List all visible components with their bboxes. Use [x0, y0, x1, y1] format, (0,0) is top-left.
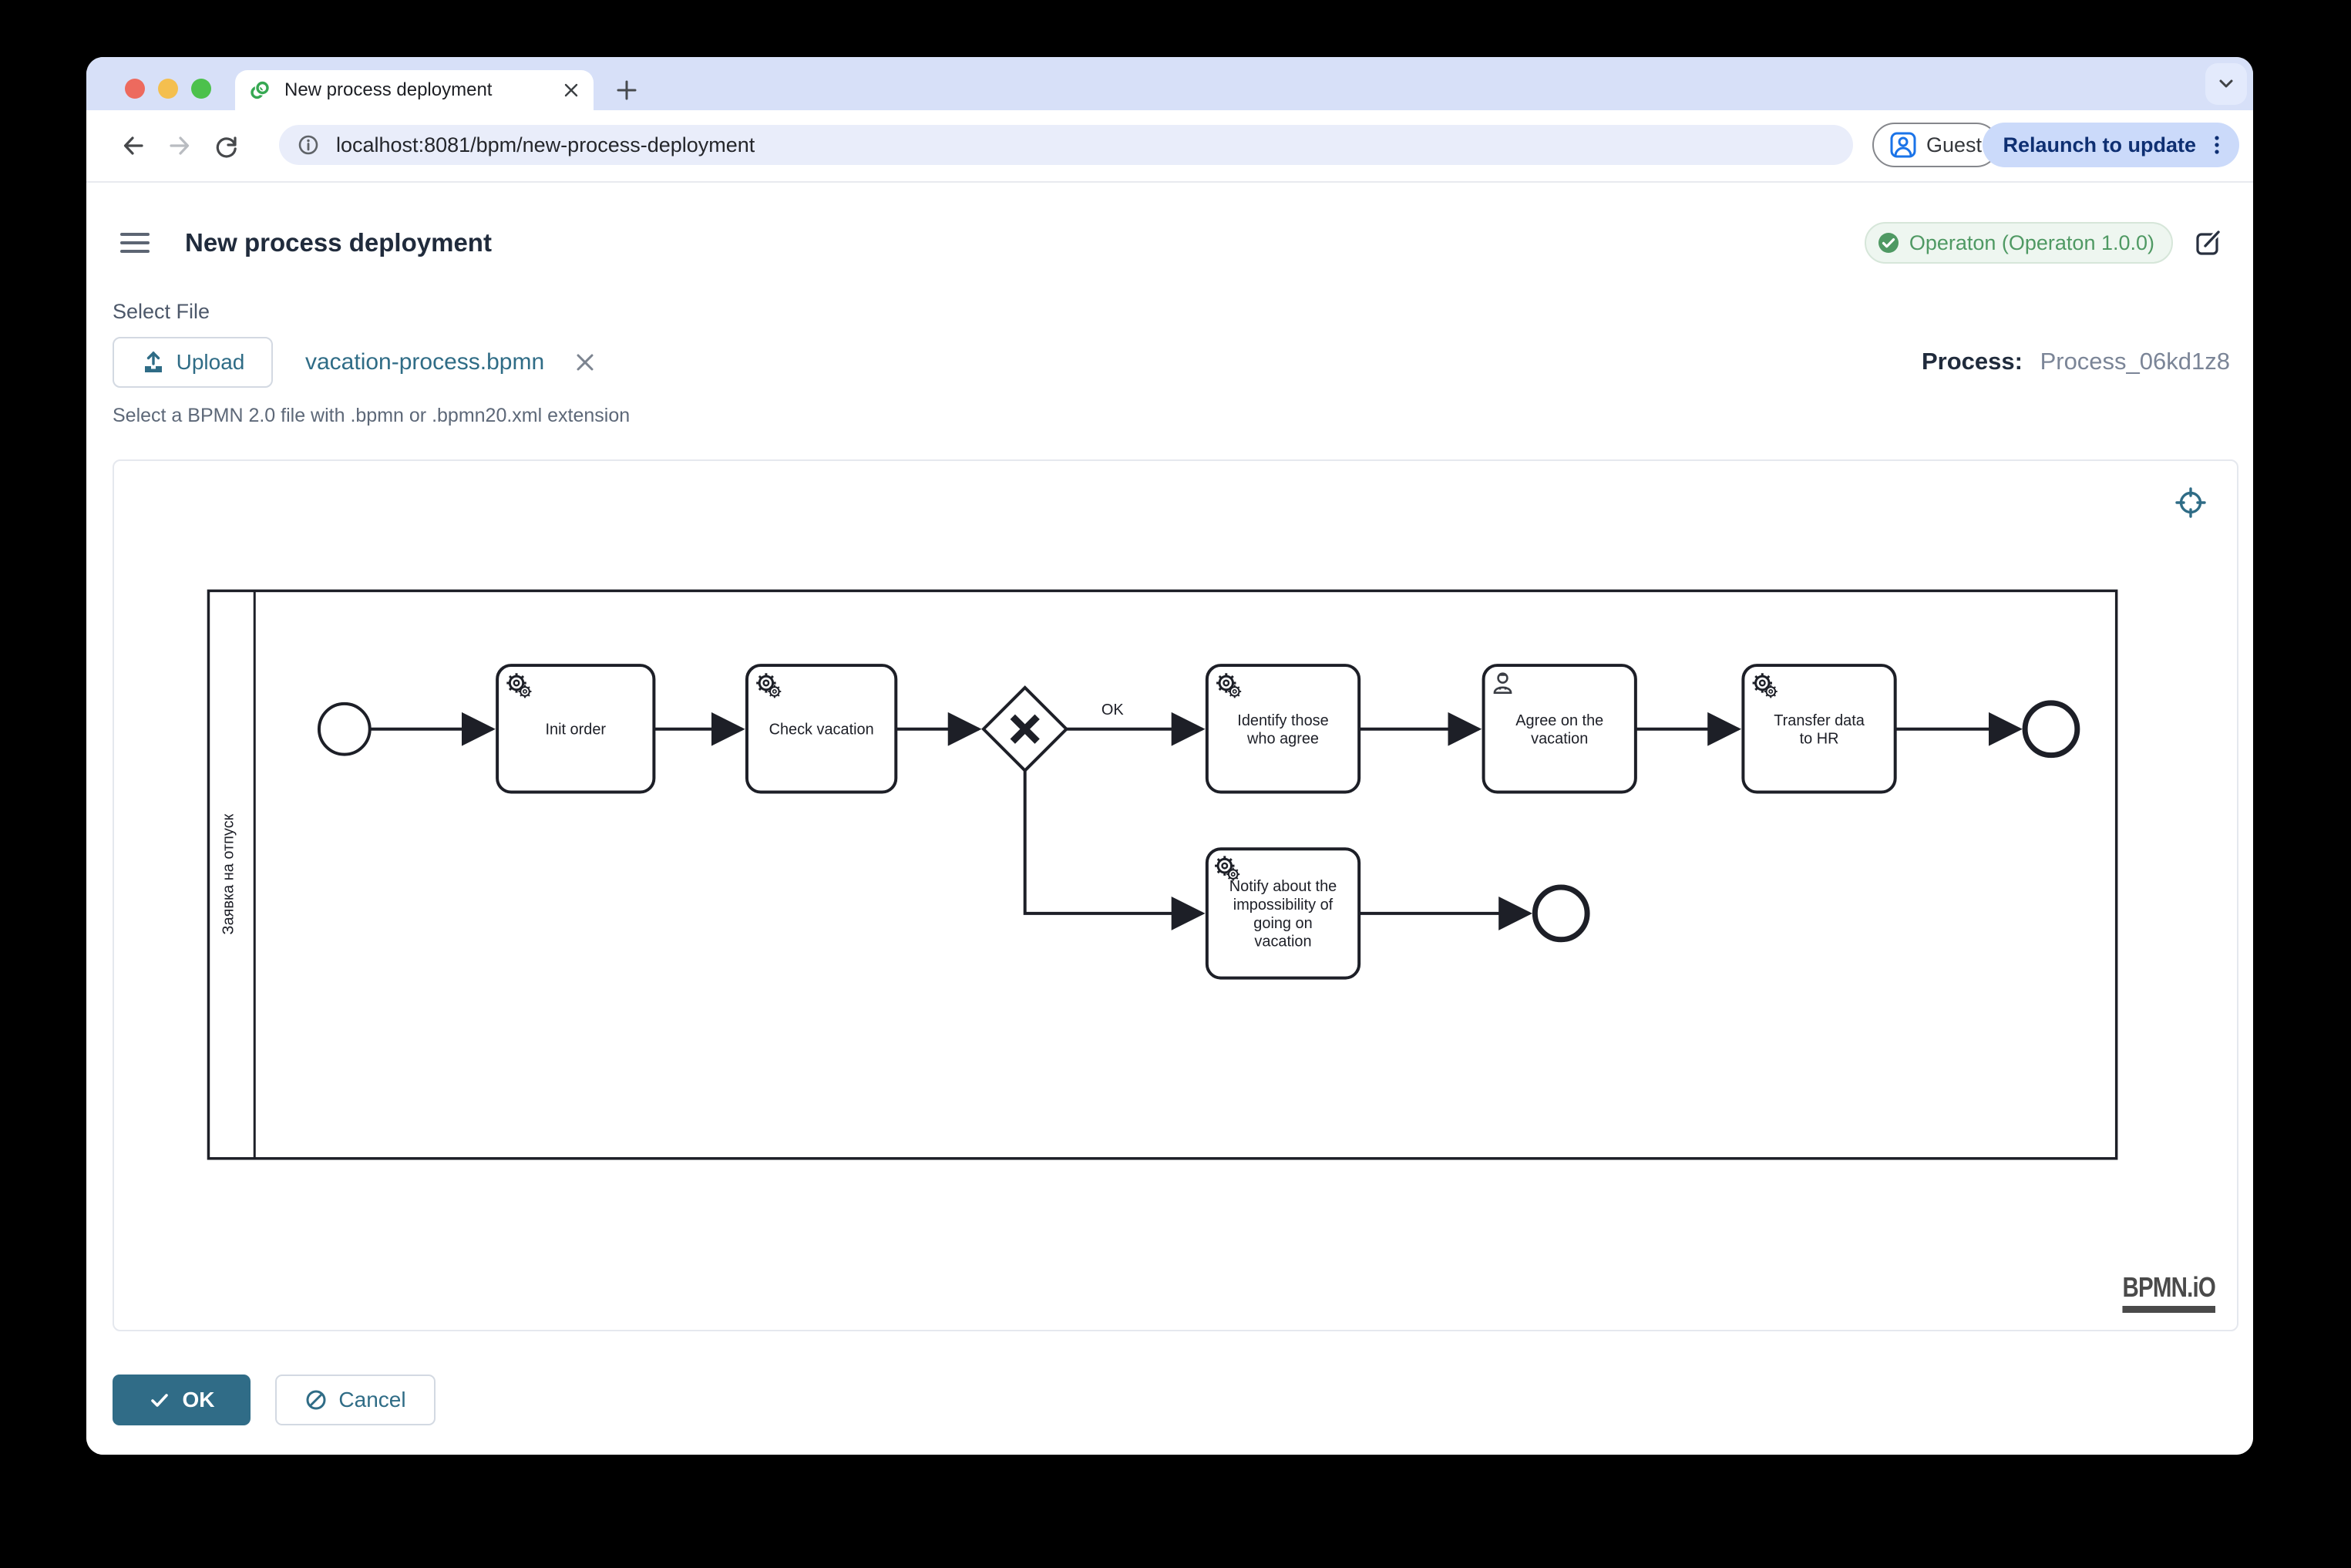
form-actions: OK Cancel	[113, 1375, 436, 1425]
bpmn-task-identify-those-who-agree	[1205, 664, 1361, 794]
minimize-window-button[interactable]	[158, 79, 178, 99]
maximize-window-button[interactable]	[191, 79, 211, 99]
browser-window: New process deployment	[86, 57, 2253, 1455]
cancel-button-label: Cancel	[338, 1388, 406, 1412]
ok-button[interactable]: OK	[113, 1375, 251, 1425]
bpmn-io-watermark[interactable]: BPMN.iO	[2122, 1271, 2216, 1313]
cancel-slash-circle-icon	[306, 1390, 326, 1410]
app-page: New process deployment Operaton (Operato…	[86, 183, 2253, 1455]
bpmn-canvas[interactable]: Заявка на отпуск OK Init order Check vac…	[113, 459, 2238, 1331]
select-file-label: Select File	[113, 300, 210, 323]
browser-menu-kebab-icon[interactable]	[2207, 133, 2227, 156]
process-label: Process:	[1921, 348, 2023, 375]
new-tab-button[interactable]	[607, 71, 646, 109]
forward-arrow-icon	[170, 136, 190, 155]
tab-search-button[interactable]	[2205, 63, 2247, 105]
bpmn-task-check-vacation	[745, 664, 898, 794]
back-arrow-icon	[123, 136, 143, 155]
service-task-gear-icon	[1227, 684, 1243, 699]
bpmn-diagram: Заявка на отпуск OK Init order Check vac…	[207, 589, 2118, 1160]
bpmn-sequence-flows	[369, 712, 2023, 930]
tab-strip: New process deployment	[86, 57, 2253, 110]
window-controls[interactable]	[125, 79, 211, 99]
close-icon	[577, 354, 594, 371]
bpmn-start-event	[317, 702, 372, 756]
check-circle-icon	[1878, 233, 1899, 253]
engine-badge-label: Operaton (Operaton 1.0.0)	[1909, 230, 2154, 254]
bpmn-end-event-bottom	[1532, 884, 1590, 943]
browser-toolbar: localhost:8081/bpm/new-process-deploymen…	[86, 110, 2253, 183]
relaunch-label: Relaunch to update	[2003, 133, 2196, 156]
bpmn-task-transfer-data-to-hr	[1741, 664, 1897, 794]
reset-viewport-crosshair-icon[interactable]	[2174, 486, 2208, 520]
chevron-down-icon	[2219, 79, 2233, 88]
process-id-line: Process: Process_06kd1z8	[1922, 348, 2230, 375]
tab-close-icon[interactable]	[563, 82, 580, 99]
close-window-button[interactable]	[125, 79, 145, 99]
cancel-button[interactable]: Cancel	[275, 1375, 436, 1425]
service-task-gear-icon	[517, 684, 533, 699]
bpmn-tasks	[496, 664, 1897, 980]
reload-icon	[216, 136, 237, 158]
service-task-gear-icon	[767, 684, 782, 699]
page-title: New process deployment	[185, 228, 492, 257]
remove-file-button[interactable]	[575, 352, 595, 372]
engine-status-badge: Operaton (Operaton 1.0.0)	[1864, 222, 2173, 264]
reload-button[interactable]	[213, 133, 239, 159]
ok-button-label: OK	[182, 1388, 215, 1412]
bpmn-end-event-top	[2022, 700, 2080, 759]
bpmn-flow-label-ok: OK	[1102, 702, 1124, 718]
bpmn-pool	[207, 589, 2118, 1160]
bpmn-task-label: Init order	[545, 722, 606, 739]
guest-avatar-icon	[1890, 132, 1916, 158]
upload-icon	[144, 351, 162, 372]
page-header: New process deployment Operaton (Operato…	[113, 220, 2227, 266]
menu-button[interactable]	[120, 230, 150, 255]
bpmn-task-label: Check vacation	[769, 722, 874, 739]
bpmn-task-notify-impossibility	[1205, 847, 1361, 980]
guest-label: Guest	[1926, 133, 1982, 156]
bpmn-task-agree-on-the-vacation	[1482, 664, 1637, 794]
upload-button[interactable]: Upload	[113, 337, 273, 388]
edit-icon[interactable]	[2195, 229, 2222, 257]
bpmn-task-init-order	[496, 664, 656, 794]
upload-row: Upload vacation-process.bpmn	[113, 337, 595, 388]
forward-button[interactable]	[166, 133, 193, 159]
process-id-value: Process_06kd1z8	[2040, 348, 2230, 375]
url-bar[interactable]: localhost:8081/bpm/new-process-deploymen…	[279, 125, 1853, 165]
bpmn-pool-label: Заявка на отпуск	[220, 813, 237, 934]
upload-button-label: Upload	[176, 350, 245, 374]
back-button[interactable]	[120, 133, 146, 159]
selected-filename: vacation-process.bpmn	[305, 349, 545, 375]
file-helper-text: Select a BPMN 2.0 file with .bpmn or .bp…	[113, 405, 631, 426]
relaunch-to-update-button[interactable]: Relaunch to update	[1983, 123, 2239, 167]
tab-title: New process deployment	[284, 79, 493, 100]
service-task-gear-icon	[1763, 684, 1778, 699]
check-icon	[150, 1394, 168, 1407]
site-info-icon[interactable]	[296, 133, 321, 157]
plus-icon	[617, 80, 637, 100]
browser-tab[interactable]: New process deployment	[235, 70, 594, 110]
url-text: localhost:8081/bpm/new-process-deploymen…	[336, 133, 755, 156]
profile-button[interactable]: Guest	[1872, 123, 1999, 167]
favicon-operaton-icon	[251, 80, 271, 99]
bpmn-exclusive-gateway	[981, 685, 1069, 773]
